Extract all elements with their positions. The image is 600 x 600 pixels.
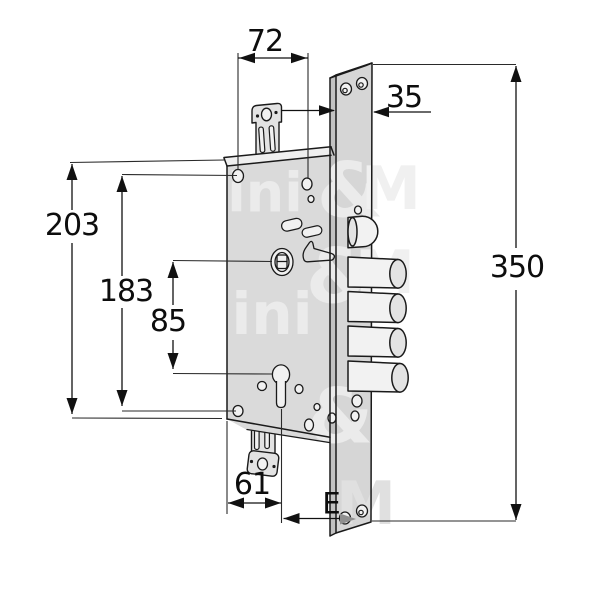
adjust-slot xyxy=(301,225,323,238)
arrowhead xyxy=(510,504,522,520)
deadbolt xyxy=(347,256,407,289)
follower-hole xyxy=(270,247,294,277)
tab-slot xyxy=(258,126,266,154)
lock-case-outline xyxy=(223,146,335,444)
small-hole xyxy=(256,380,268,392)
case-details xyxy=(231,168,337,432)
small-hole xyxy=(303,418,315,432)
adjust-slot xyxy=(281,217,303,232)
arrowhead xyxy=(116,176,128,192)
plate-hole xyxy=(350,410,360,422)
dim-label-350: 350 xyxy=(486,252,548,284)
dim-label-183: 183 xyxy=(95,276,157,308)
mount-hole xyxy=(301,177,313,191)
small-hole xyxy=(327,412,337,424)
small-hole xyxy=(307,194,315,204)
extension-line xyxy=(172,372,273,375)
arrowhead xyxy=(340,513,356,525)
deadbolts xyxy=(347,256,409,393)
tab-hole xyxy=(260,107,273,122)
arrowhead xyxy=(228,497,244,509)
dim-label-72: 72 xyxy=(246,24,284,59)
arrowhead xyxy=(265,497,281,509)
extension-line xyxy=(121,173,238,177)
extension-line xyxy=(172,259,273,263)
arrowhead xyxy=(66,164,78,180)
arrowhead xyxy=(373,106,389,118)
deadbolt xyxy=(347,325,407,358)
arrowhead xyxy=(319,105,335,116)
small-hole xyxy=(313,402,321,412)
plate-hole xyxy=(351,394,363,408)
latch-bolt xyxy=(347,215,379,249)
tab-hole xyxy=(256,457,269,471)
arrowhead xyxy=(167,353,179,369)
arrowhead xyxy=(283,513,300,524)
extension-line xyxy=(71,417,223,420)
small-hole xyxy=(294,383,304,395)
lock-case-fill xyxy=(224,147,334,443)
tab-dot xyxy=(249,459,254,464)
cylinder-keyhole xyxy=(271,364,291,409)
tab-slot xyxy=(268,125,276,152)
tab-dot xyxy=(255,114,260,118)
dim-label-85: 85 xyxy=(146,306,190,338)
dim-label-203: 203 xyxy=(41,210,103,242)
dim-label-61: 61 xyxy=(233,467,271,502)
extension-line xyxy=(69,159,225,164)
deadbolt xyxy=(347,290,407,324)
arrowhead xyxy=(116,390,128,406)
dim-label-E: E xyxy=(322,486,340,521)
arrowhead xyxy=(66,398,78,414)
svg-text:ini: ini xyxy=(231,280,312,348)
top-fixing-tab xyxy=(251,102,283,165)
svg-text:M: M xyxy=(361,154,421,224)
dim-label-35: 35 xyxy=(385,80,423,115)
lever xyxy=(302,240,336,263)
arrowhead xyxy=(510,66,522,82)
tab-dot xyxy=(272,464,276,469)
tab-dot xyxy=(274,110,278,115)
plate-hole xyxy=(353,205,363,215)
svg-text:M: M xyxy=(336,469,396,539)
arrowhead xyxy=(239,52,255,64)
arrowhead xyxy=(167,262,179,278)
deadbolt xyxy=(347,360,409,393)
dimension-annotations xyxy=(66,52,522,525)
arrowhead xyxy=(291,52,307,64)
